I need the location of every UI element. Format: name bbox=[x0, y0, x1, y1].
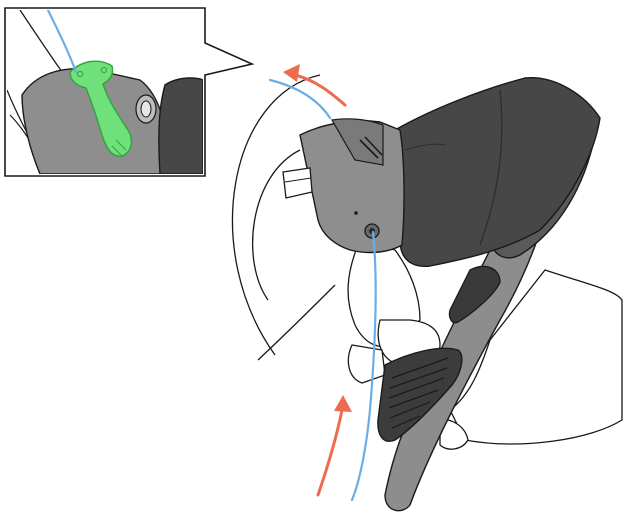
shift-paddle bbox=[377, 347, 463, 442]
curved-arrow-icon bbox=[283, 64, 347, 107]
bar-stub bbox=[282, 167, 313, 199]
rider-hand bbox=[347, 239, 623, 450]
small-shift-button bbox=[448, 265, 501, 324]
curved-arrow-icon bbox=[316, 395, 352, 497]
handlebar-outline bbox=[231, 74, 336, 361]
detail-callout bbox=[4, 7, 255, 177]
shift-cable bbox=[268, 78, 377, 502]
front-cap bbox=[299, 118, 405, 254]
cable-guide-highlight bbox=[69, 60, 133, 157]
rubber-hood bbox=[394, 77, 601, 267]
main-figure bbox=[231, 64, 623, 512]
